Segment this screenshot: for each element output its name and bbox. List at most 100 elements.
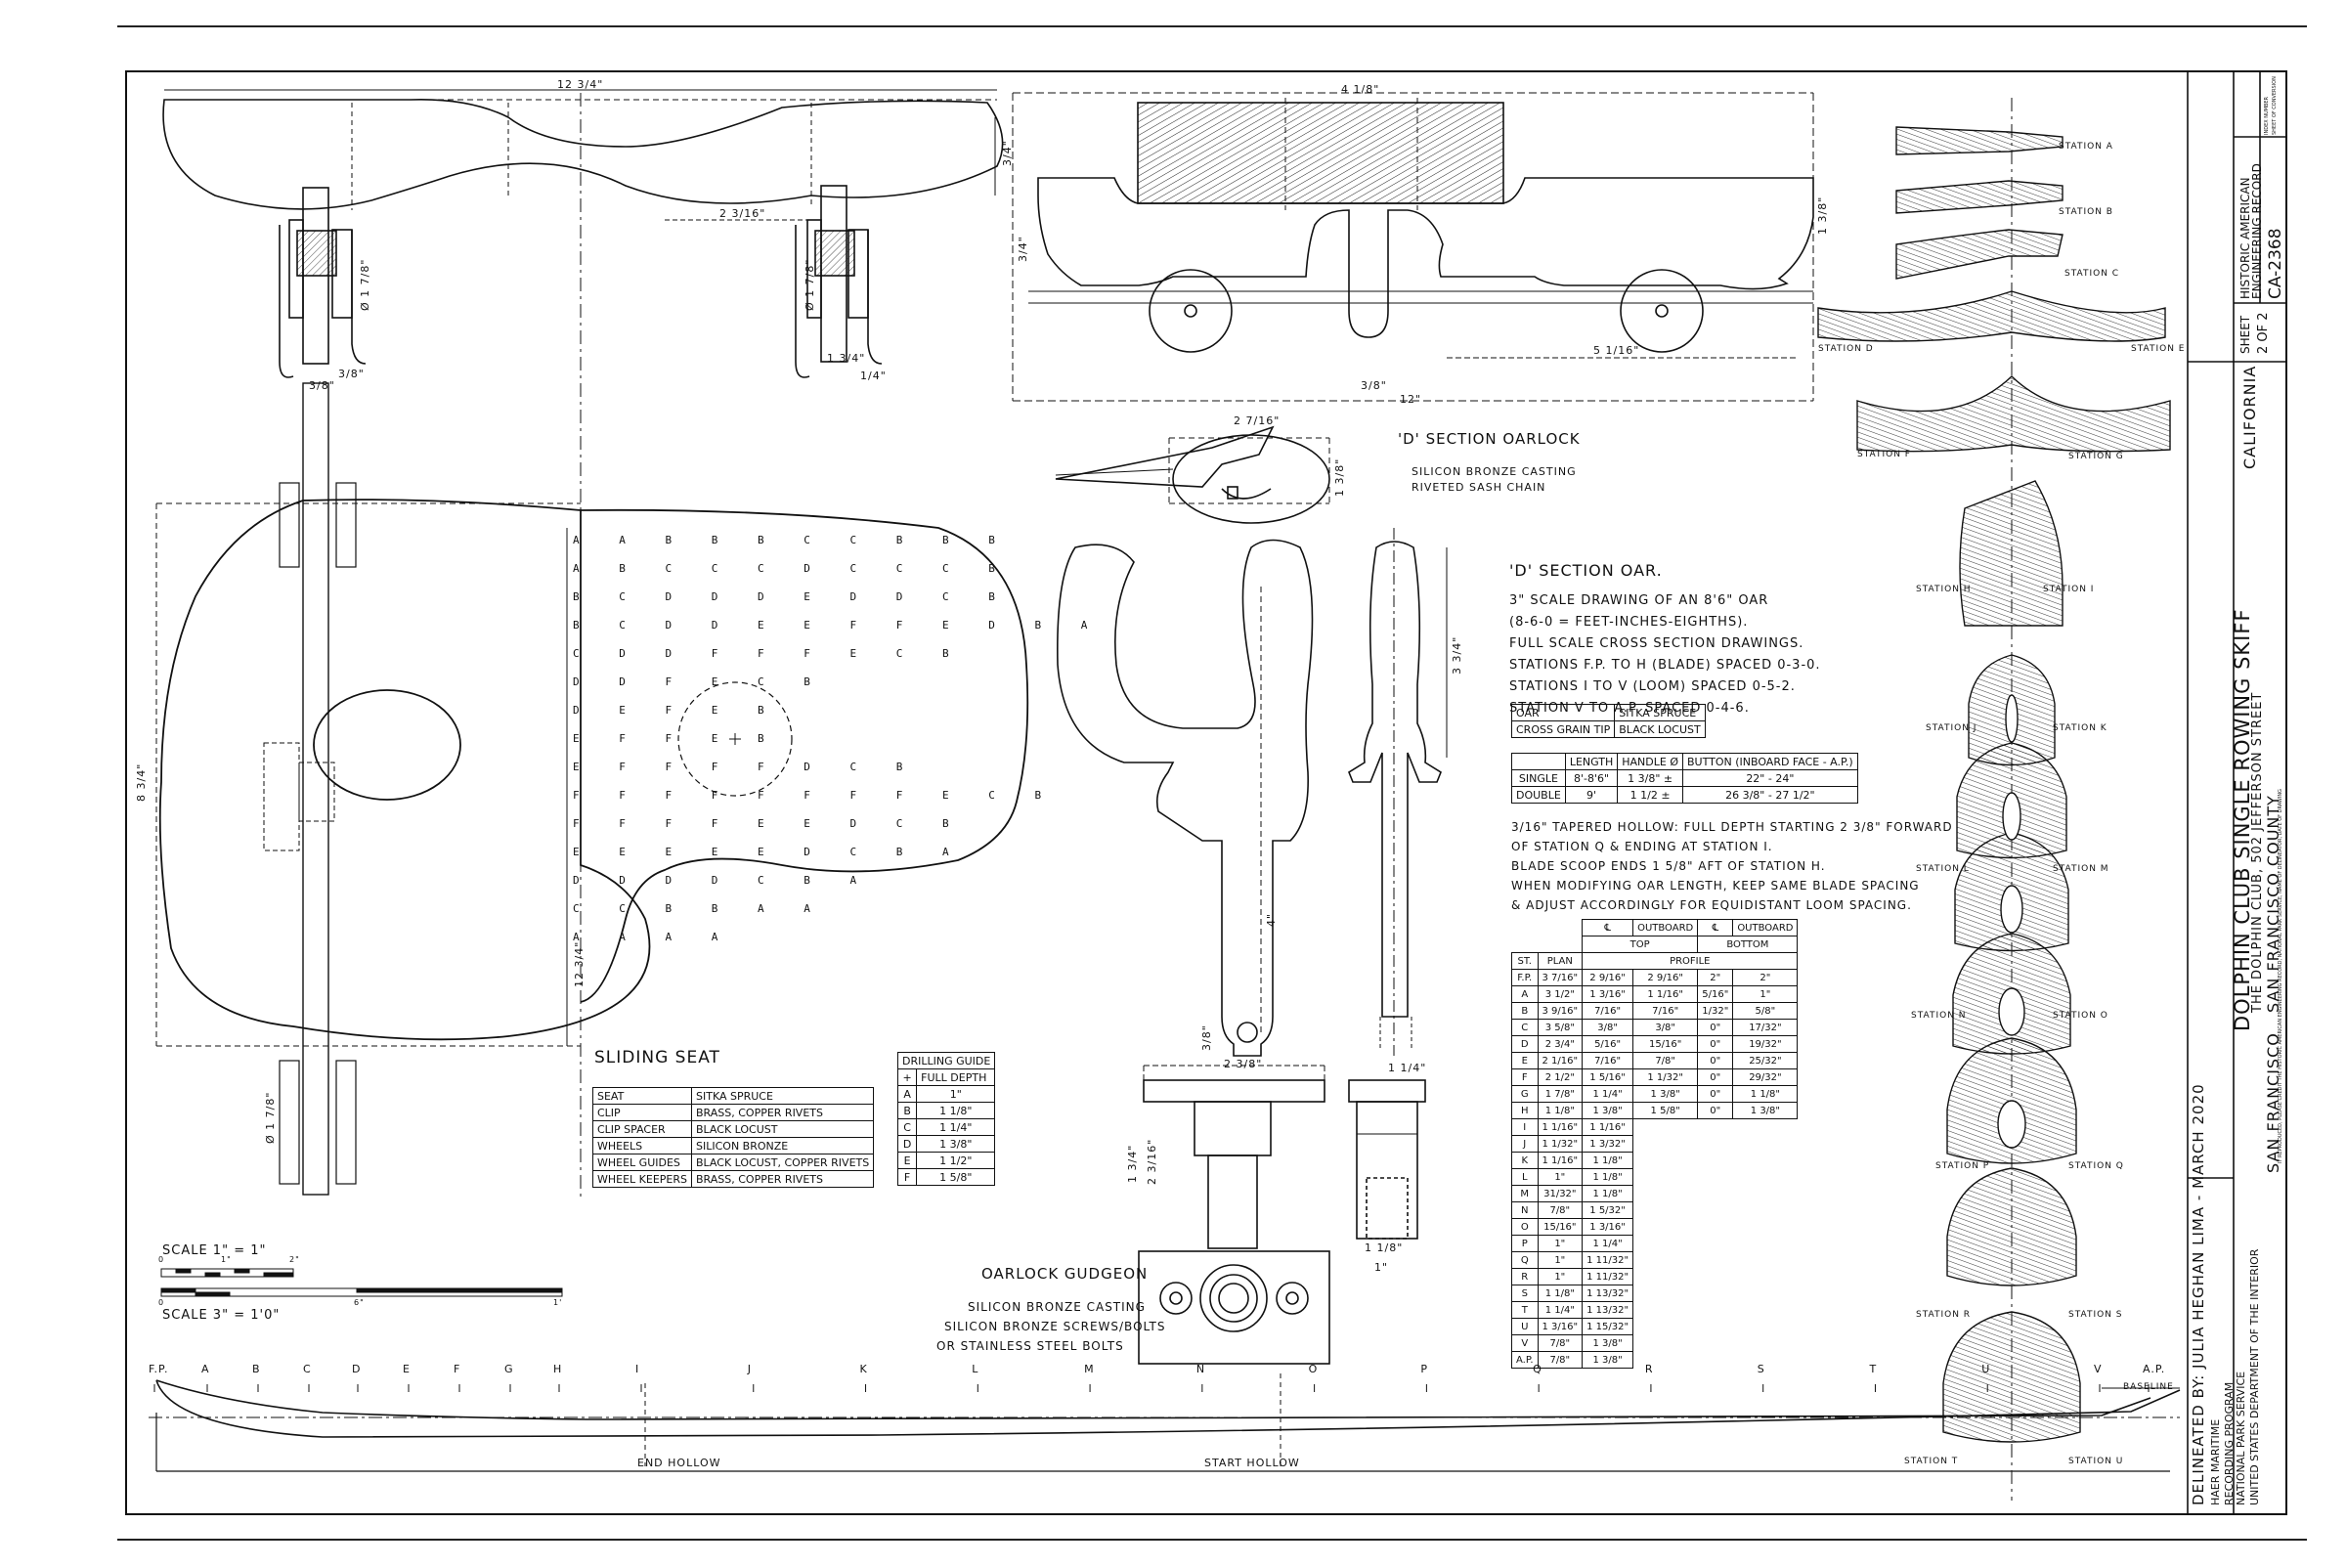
sliding-seat-title: SLIDING SEAT <box>594 1048 720 1067</box>
oar-note-line: (8-6-0 = FEET-INCHES-EIGHTHS). <box>1509 615 1749 630</box>
oar-station-label: S <box>1757 1363 1765 1375</box>
section-label: STATION M <box>2053 864 2109 874</box>
drill-grid-row: D D F E C B <box>573 675 827 688</box>
title-block-lines <box>2187 70 2287 1515</box>
table-cell: 7/16" <box>1632 1002 1699 1020</box>
table-cell: U <box>1511 1318 1539 1335</box>
section-label: STATION P <box>1935 1161 1990 1171</box>
oarlock-front-view <box>1012 92 1814 402</box>
section-label: STATION F <box>1857 450 1911 459</box>
gudgeon-dim-3: 2 3/16" <box>1146 1138 1158 1185</box>
table-cell: 0" <box>1697 1085 1734 1103</box>
table-cell: SINGLE <box>1511 769 1566 787</box>
table-cell <box>1633 1153 1798 1169</box>
table-cell: A <box>896 1085 918 1103</box>
oar-station-label: O <box>1308 1363 1319 1375</box>
oarlock-dim-shank-dia: 3/8" <box>1200 1024 1213 1051</box>
oarlock-dim-shank: 4" <box>1265 912 1278 927</box>
drill-grid-row: A A B B B C C B B B <box>573 534 1012 546</box>
oarlock-dim-axle: 5 1/16" <box>1593 344 1640 357</box>
oar-station-label: A.P. <box>2143 1363 2166 1375</box>
table-cell: 1 13/32" <box>1582 1301 1634 1319</box>
table-cell: Q <box>1511 1251 1539 1269</box>
table-cell: 2" <box>1697 969 1734 986</box>
table-cell: 1/32" <box>1697 1002 1734 1020</box>
oar-station-label: M <box>1084 1363 1095 1375</box>
section-label: STATION T <box>1904 1457 1959 1466</box>
oar-station-label: H <box>553 1363 563 1375</box>
table-cell: 2 9/16" <box>1582 969 1634 986</box>
oarlock-note-2: RIVETED SASH CHAIN <box>1412 481 1546 494</box>
table-row: +FULL DEPTH <box>896 1068 996 1086</box>
table-cell: 1 13/32" <box>1582 1285 1634 1302</box>
seat-dim-wheel-left: Ø 1 7/8" <box>359 258 371 311</box>
table-cell: 1 1/2 ± <box>1617 786 1683 804</box>
oar-note-line: FULL SCALE CROSS SECTION DRAWINGS. <box>1509 636 1804 651</box>
hollow-notes: 3/16" TAPERED HOLLOW: FULL DEPTH STARTIN… <box>1511 817 1953 915</box>
table-cell: D <box>1511 1035 1539 1053</box>
oar-note-line: STATIONS I TO V (LOOM) SPACED 0-5-2. <box>1509 679 1796 694</box>
table-cell: 1 3/8" <box>1582 1102 1634 1119</box>
table-cell: 1 1/8" <box>1582 1152 1634 1169</box>
section-label: STATION S <box>2068 1310 2123 1320</box>
section-label: STATION B <box>2059 207 2113 217</box>
scale-1-tick: 0 <box>158 1255 165 1264</box>
section-label: STATION R <box>1916 1310 1972 1320</box>
table-cell: 1 1/16" <box>1632 985 1699 1003</box>
table-cell: V <box>1511 1334 1539 1352</box>
oar-station-label: E <box>403 1363 411 1375</box>
table-cell: 2" <box>1732 969 1799 986</box>
section-label: STATION O <box>2053 1011 2108 1021</box>
table-cell <box>1633 1269 1798 1285</box>
table-cell: 1 1/16" <box>1537 1118 1584 1136</box>
oarlock-dim-total: 12" <box>1400 393 1422 406</box>
table-cell: OUTBOARD <box>1632 919 1699 936</box>
table-cell: 2 1/16" <box>1537 1052 1584 1069</box>
oarlock-dim-horn: 3 3/4" <box>1451 635 1463 675</box>
oar-station-label: F <box>454 1363 461 1375</box>
drill-grid-row: C C B B A A <box>573 902 827 915</box>
table-cell: 1 1/4" <box>916 1118 996 1136</box>
table-cell: WHEELS <box>592 1137 692 1154</box>
oarlock-dim-right: 1 3/8" <box>1816 196 1829 235</box>
index-line-1: INDEX NUMBER <box>2264 96 2270 135</box>
record-number: CA-2368 <box>2266 228 2285 299</box>
table-cell: N <box>1511 1201 1539 1219</box>
oarlock-dim-pin: 3/8" <box>1361 379 1387 392</box>
oar-station-label: U <box>1981 1363 1991 1375</box>
table-cell: 1 5/32" <box>1582 1201 1634 1219</box>
table-cell: I <box>1511 1118 1539 1136</box>
table-cell: 0" <box>1697 1035 1734 1053</box>
table-cell: C <box>896 1118 918 1136</box>
table-cell: H <box>1511 1102 1539 1119</box>
index-line-2: SHEET OF CONVERSION <box>2272 76 2278 135</box>
table-cell: BUTTON (INBOARD FACE - A.P.) <box>1681 753 1858 770</box>
oar-note-line: STATIONS F.P. TO H (BLADE) SPACED 0-3-0. <box>1509 658 1821 673</box>
oar-station-label: P <box>1420 1363 1429 1375</box>
table-cell: 22" - 24" <box>1681 769 1858 787</box>
table-cell: TOP <box>1582 936 1699 953</box>
table-cell: DOUBLE <box>1511 786 1566 804</box>
table-cell: BRASS, COPPER RIVETS <box>690 1104 875 1121</box>
oar-title: 'D' SECTION OAR. <box>1509 561 1663 580</box>
oarlock-section-title: 'D' SECTION OARLOCK <box>1398 430 1581 448</box>
section-label: STATION J <box>1926 723 1977 733</box>
table-cell <box>1633 1219 1798 1236</box>
table-row: F.P.3 7/16"2 9/16"2 9/16"2"2" <box>1511 969 1799 986</box>
drill-grid-row: E F F F F D C B <box>573 761 920 773</box>
gudgeon-dim-2: 1 3/4" <box>1126 1144 1139 1183</box>
state-label: CALIFORNIA <box>2240 365 2259 469</box>
